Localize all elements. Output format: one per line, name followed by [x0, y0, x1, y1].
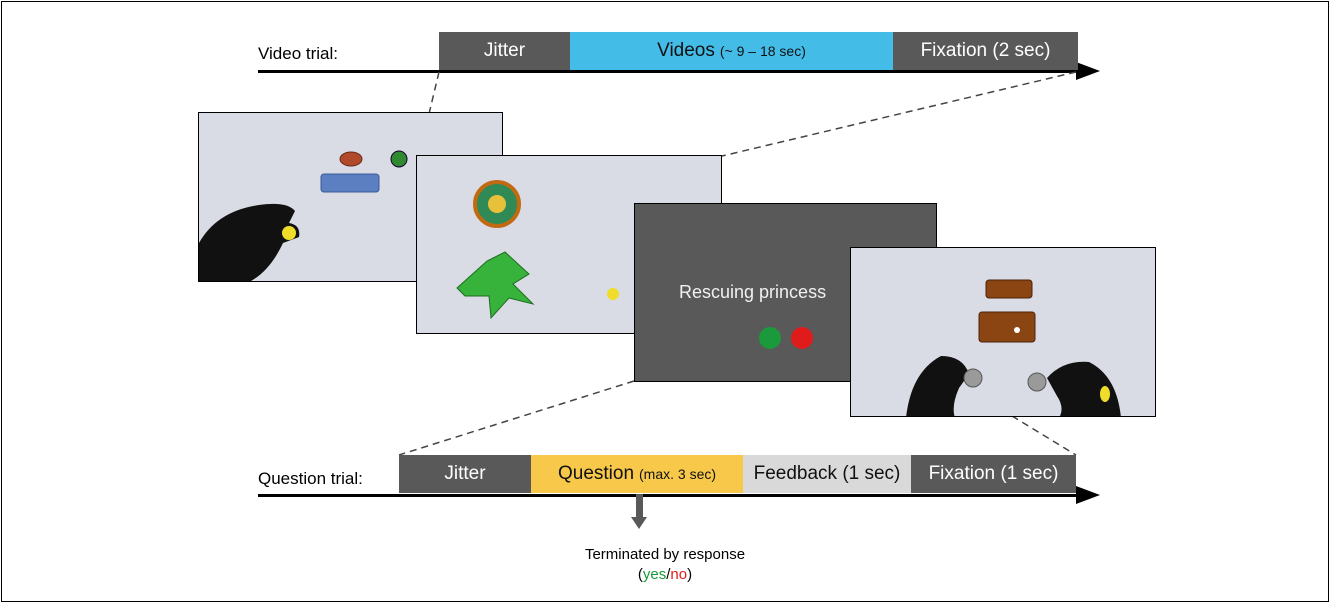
video-jitter-segment: Jitter — [439, 32, 570, 70]
question-segment: Question (max. 3 sec) — [531, 455, 743, 493]
right-key — [1027, 372, 1047, 392]
right-hand — [1047, 361, 1121, 416]
yes-no-line: (yes/no) — [0, 566, 1330, 583]
question-trial-axis — [258, 494, 1078, 497]
video-fixation-segment: Fixation (2 sec) — [893, 32, 1078, 70]
open-paren: ( — [637, 566, 643, 583]
hand-silhouette — [199, 203, 300, 281]
question-jitter-label: Jitter — [444, 463, 486, 484]
video-frame-4 — [850, 247, 1156, 417]
yellow-gem — [607, 288, 619, 300]
question-fixation-segment: Fixation (1 sec) — [911, 455, 1076, 493]
left-key — [963, 368, 983, 388]
videos-label: Videos — [657, 40, 715, 61]
large-chest — [978, 311, 1036, 343]
response-arrow-shaft — [636, 494, 643, 518]
terminated-by-response-label: Terminated by response — [584, 546, 746, 563]
feedback-label: Feedback (1 sec) — [753, 463, 901, 484]
question-jitter-segment: Jitter — [399, 455, 531, 493]
video-jitter-label: Jitter — [483, 40, 526, 61]
dragon-figure — [456, 251, 535, 320]
no-label: no — [670, 566, 688, 583]
question-trial-arrowhead — [1076, 486, 1100, 504]
green-object — [390, 150, 408, 168]
video-trial-label: Video trial: — [258, 44, 339, 63]
question-fixation-label: Fixation (1 sec) — [928, 463, 1059, 484]
video-fixation-label: Fixation (2 sec) — [920, 40, 1051, 61]
question-prompt: Rescuing princess — [679, 282, 827, 302]
green-yes-button — [759, 327, 781, 349]
blue-box — [320, 173, 380, 193]
videos-duration: (~ 9 – 18 sec) — [719, 43, 806, 59]
yes-label: yes — [642, 566, 667, 583]
small-chest — [985, 279, 1033, 299]
video-trial-axis — [258, 70, 1078, 73]
held-yellow-object — [282, 226, 296, 240]
question-duration: (max. 3 sec) — [639, 466, 717, 482]
slash: / — [666, 566, 671, 583]
left-hand — [906, 356, 969, 416]
feedback-segment: Feedback (1 sec) — [743, 455, 911, 493]
video-trial-arrowhead — [1076, 62, 1100, 80]
videos-segment: Videos (~ 9 – 18 sec) — [570, 32, 893, 70]
yellow-token — [1100, 386, 1110, 402]
question-trial-label: Question trial: — [258, 469, 363, 488]
red-object — [339, 151, 363, 167]
response-arrow-head — [631, 517, 647, 529]
question-label: Question — [557, 463, 635, 484]
close-paren: ) — [687, 566, 693, 583]
red-no-button — [791, 327, 813, 349]
